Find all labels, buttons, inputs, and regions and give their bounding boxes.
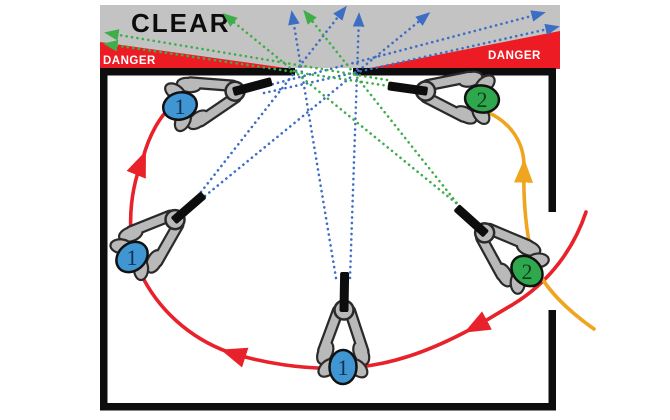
sight-line-green: [104, 29, 389, 82]
room-walls: [100, 68, 556, 411]
shooter-figure-1-left: 1: [109, 192, 206, 282]
sight-line-blue: [199, 5, 347, 194]
wall-top-right-segment: [353, 68, 556, 76]
figure-head: [115, 240, 149, 274]
sight-line-green: [222, 13, 458, 205]
figure-head: [510, 254, 544, 288]
shooter2-travel-path: [485, 110, 596, 331]
wall-right-lower-segment: [548, 310, 556, 410]
wall-left: [100, 68, 108, 410]
wall-right-upper-segment: [548, 68, 556, 212]
danger-right-label: DANGER: [488, 50, 541, 62]
sight-lines-shooter2: [103, 9, 462, 209]
sight-line-green: [103, 39, 391, 88]
weapon-icon: [339, 271, 350, 313]
shooter-figure-2-top-right: 2: [387, 70, 501, 126]
shooter2-path-top: [485, 110, 526, 168]
weapon-icon: [387, 81, 428, 96]
clear-zone-label: CLEAR: [131, 8, 231, 38]
sight-line-blue: [203, 12, 431, 198]
wall-bottom: [100, 403, 556, 411]
figure-number: 1: [338, 355, 349, 380]
weapon-icon: [232, 77, 273, 96]
weapon-icon: [171, 192, 206, 224]
danger-left-wedge: [100, 42, 293, 69]
shooter-figure-2-right: 2: [454, 204, 550, 295]
weapon-icon: [454, 204, 489, 237]
wall-top-left-segment: [100, 68, 295, 76]
shooter1-path-entry: [464, 210, 588, 333]
danger-zone-left: DANGER: [100, 42, 293, 69]
danger-left-label: DANGER: [103, 55, 156, 67]
sight-line-blue: [262, 23, 560, 95]
figure-number: 2: [477, 87, 488, 112]
figure-head: [161, 90, 199, 122]
sight-line-blue: [348, 12, 365, 280]
sight-line-blue: [260, 10, 546, 89]
figure-number: 1: [127, 245, 138, 270]
shooter-figure-1-bottom: 1: [316, 271, 371, 386]
figure-head: [328, 348, 358, 386]
sight-lines-shooter1: [199, 5, 560, 280]
figure-number: 2: [522, 259, 533, 284]
shooter-figure-1-top-left: 1: [161, 76, 273, 133]
sight-line-blue: [288, 10, 338, 280]
figure-head: [463, 84, 501, 114]
figure-number: 1: [175, 94, 186, 119]
